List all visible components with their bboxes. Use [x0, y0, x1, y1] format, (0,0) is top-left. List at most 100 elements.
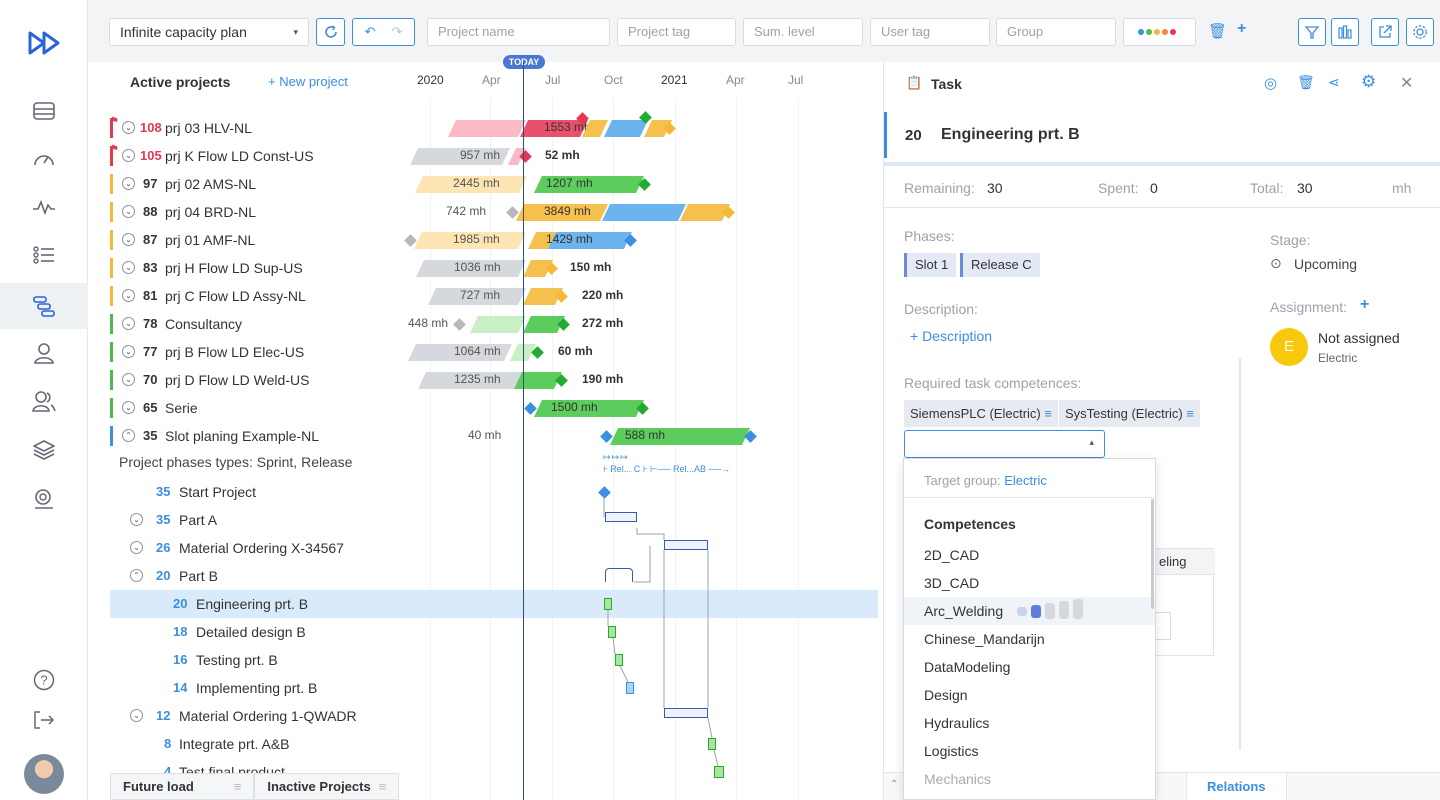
gantt-bar[interactable]	[428, 288, 526, 305]
project-row[interactable]: ⌄ 83 prj H Flow LD Sup-US 1036 mh 150 mh	[110, 254, 878, 282]
competence-option[interactable]: 2D_CAD	[924, 547, 980, 563]
task-name[interactable]: Material Ordering 1-QWADR	[179, 708, 357, 724]
competence-option[interactable]: Mechanics	[924, 771, 991, 787]
project-row[interactable]: ⌄ 87 prj 01 AMF-NL 1985 mh 1429 mh	[110, 226, 878, 254]
gantt-bar[interactable]	[528, 232, 556, 249]
chevron-down-icon[interactable]: ⌄	[122, 261, 135, 274]
gantt-bar[interactable]	[415, 176, 527, 193]
chevron-down-icon[interactable]: ⌄	[122, 177, 135, 190]
task-name[interactable]: Part A	[179, 512, 218, 528]
competence-chip[interactable]: SysTesting (Electric) ≡	[1059, 400, 1200, 427]
trash-icon[interactable]: 🗑	[1297, 74, 1315, 90]
gantt-bar[interactable]	[610, 428, 750, 445]
list-numbered-icon[interactable]	[0, 232, 88, 278]
share-icon[interactable]: ⋖	[1328, 74, 1340, 90]
chevron-down-icon[interactable]: ⌄	[122, 149, 135, 162]
user-tag-input[interactable]: User tag	[870, 18, 990, 46]
task-bar[interactable]	[604, 598, 612, 610]
gantt-bar[interactable]	[470, 316, 526, 333]
user-icon[interactable]	[0, 330, 88, 376]
task-row[interactable]: ⌄ 12 Material Ordering 1-QWADR	[110, 702, 878, 730]
milestone-diamond[interactable]	[524, 402, 537, 415]
summary-bar[interactable]	[664, 708, 708, 718]
chevron-down-icon[interactable]: ⌄	[122, 401, 135, 414]
gantt-bar[interactable]	[523, 260, 553, 277]
filter-button[interactable]	[1298, 18, 1326, 46]
gantt-bar[interactable]	[680, 204, 730, 221]
task-row[interactable]: 16 Testing prt. B	[110, 646, 878, 674]
project-row[interactable]: ⚑ ⌄ 108 prj 03 HLV-NL 1553 mh	[110, 111, 878, 142]
task-name[interactable]: Testing prt. B	[196, 652, 278, 668]
project-name[interactable]: prj C Flow LD Assy-NL	[165, 288, 306, 304]
plus-icon[interactable]: +	[1237, 20, 1247, 37]
gantt-bar[interactable]	[448, 120, 526, 137]
project-name[interactable]: Consultancy	[165, 316, 243, 332]
competence-option[interactable]: Design	[924, 687, 968, 703]
gantt-bar[interactable]	[548, 232, 632, 249]
columns-button[interactable]	[1331, 18, 1359, 46]
project-name[interactable]: prj 03 HLV-NL	[165, 120, 252, 136]
project-name[interactable]: prj 02 AMS-NL	[165, 176, 257, 192]
project-row[interactable]: ⌄ 88 prj 04 BRD-NL 742 mh 3849 mh	[110, 198, 878, 226]
add-assignment-icon[interactable]: +	[1360, 296, 1370, 313]
add-description-link[interactable]: + Description	[910, 328, 993, 344]
layers-icon[interactable]	[0, 427, 88, 473]
gantt-bar[interactable]	[414, 232, 526, 249]
target-group-link[interactable]: Electric	[1004, 473, 1047, 488]
remaining-value[interactable]: 30	[987, 180, 1003, 196]
gantt-bar[interactable]	[416, 260, 526, 277]
milestone-diamond[interactable]	[506, 206, 519, 219]
close-icon[interactable]: ✕	[1400, 75, 1414, 92]
gantt-bar[interactable]	[520, 120, 588, 137]
user-avatar[interactable]	[24, 754, 64, 794]
refresh-button[interactable]	[316, 18, 345, 46]
competence-option[interactable]: Chinese_Mandarijn	[924, 631, 1045, 647]
project-row[interactable]: ⌄ 97 prj 02 AMS-NL 2445 mh 1207 mh	[110, 170, 878, 198]
chevron-down-icon[interactable]: ⌄	[130, 541, 143, 554]
task-bar[interactable]	[608, 626, 616, 638]
gantt-bar[interactable]	[418, 372, 526, 389]
gantt-bar[interactable]	[534, 400, 644, 417]
new-project-link[interactable]: + New project	[268, 74, 348, 89]
project-name-input[interactable]: Project name	[427, 18, 610, 46]
competence-option-hovered[interactable]: Arc_Welding	[904, 597, 1155, 625]
task-row[interactable]: ⌃ 20 Part B	[110, 562, 878, 590]
logout-icon[interactable]	[0, 697, 88, 743]
project-row[interactable]: ⌄ 65 Serie 1500 mh	[110, 394, 878, 422]
milestone-diamond[interactable]	[404, 234, 417, 247]
project-name[interactable]: prj K Flow LD Const-US	[165, 148, 314, 164]
level-pip[interactable]	[1031, 605, 1041, 618]
task-row-selected[interactable]: 20 Engineering prt. B	[110, 590, 878, 618]
milestone-diamond[interactable]	[598, 486, 611, 499]
project-name[interactable]: prj B Flow LD Elec-US	[165, 344, 305, 360]
task-row[interactable]: 8 Integrate prt. A&B	[110, 730, 878, 758]
settings-button[interactable]	[1406, 18, 1434, 46]
task-bar[interactable]	[708, 738, 716, 750]
summary-bar[interactable]	[605, 512, 637, 522]
task-bar[interactable]	[615, 654, 623, 666]
milestone-diamond[interactable]	[453, 318, 466, 331]
check-circle-icon[interactable]: ◎	[1264, 75, 1278, 92]
activity-pulse-icon[interactable]	[0, 184, 88, 230]
help-icon[interactable]: ?	[0, 657, 88, 703]
chevron-down-icon[interactable]: ⌄	[122, 233, 135, 246]
panel-scrollbar[interactable]	[1239, 358, 1241, 750]
undo-icon[interactable]: ↶	[364, 24, 376, 39]
color-filter-dots[interactable]	[1123, 18, 1196, 46]
trash-icon[interactable]: 🗑	[1208, 23, 1228, 40]
level-pip[interactable]	[1059, 601, 1069, 619]
task-title[interactable]: Engineering prt. B	[941, 126, 1080, 143]
gantt-bar[interactable]	[410, 148, 510, 165]
gantt-bar[interactable]	[514, 372, 562, 389]
chevron-down-icon[interactable]: ⌄	[122, 121, 135, 134]
chevron-down-icon[interactable]: ⌄	[122, 205, 135, 218]
phase-chip[interactable]: Slot 1	[904, 253, 957, 277]
gantt-bar[interactable]	[604, 120, 648, 137]
level-pip[interactable]	[1045, 603, 1055, 619]
project-name[interactable]: prj D Flow LD Weld-US	[165, 372, 310, 388]
projects-list-icon[interactable]	[0, 88, 88, 134]
gantt-bar[interactable]	[534, 176, 644, 193]
team-icon[interactable]	[0, 378, 88, 424]
gear-icon[interactable]: ⚙	[1361, 72, 1377, 91]
gantt-icon[interactable]	[0, 283, 88, 329]
